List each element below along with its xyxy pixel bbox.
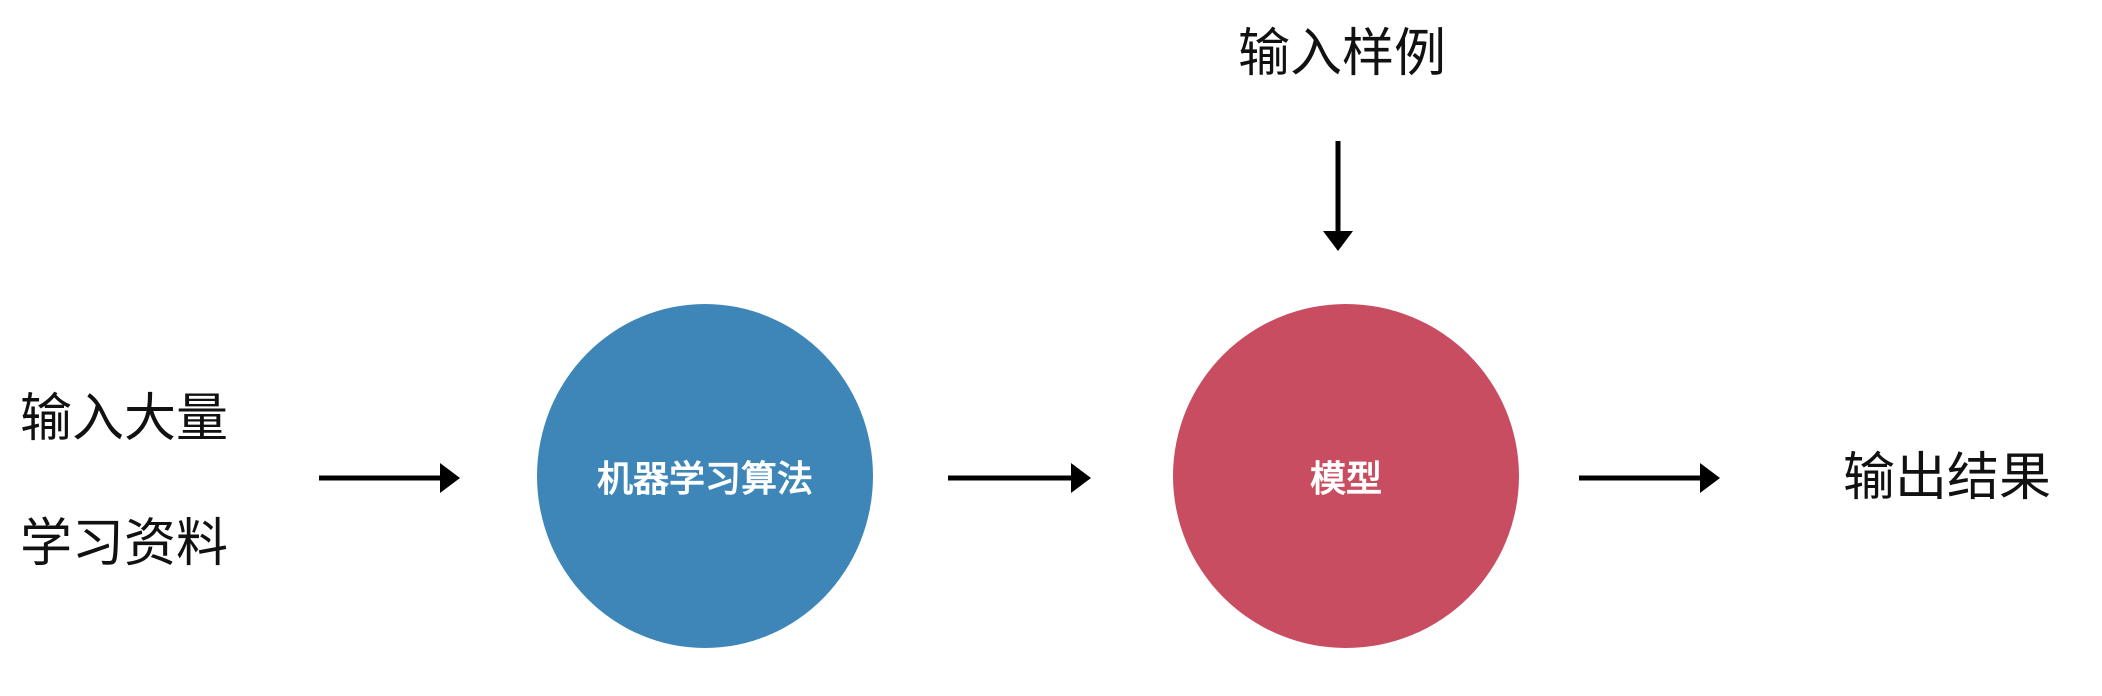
output-label: 输出结果 [1843,448,2052,508]
input-bulk-label-line2: 学习资料 [20,514,229,574]
input-bulk-label-line1: 输入大量 [20,389,229,449]
algorithm-node: 机器学习算法 [537,304,873,648]
model-label: 模型 [1309,459,1382,500]
input-sample-label: 输入样例 [1238,24,1447,84]
algorithm-label: 机器学习算法 [596,459,813,500]
model-node: 模型 [1173,304,1519,648]
